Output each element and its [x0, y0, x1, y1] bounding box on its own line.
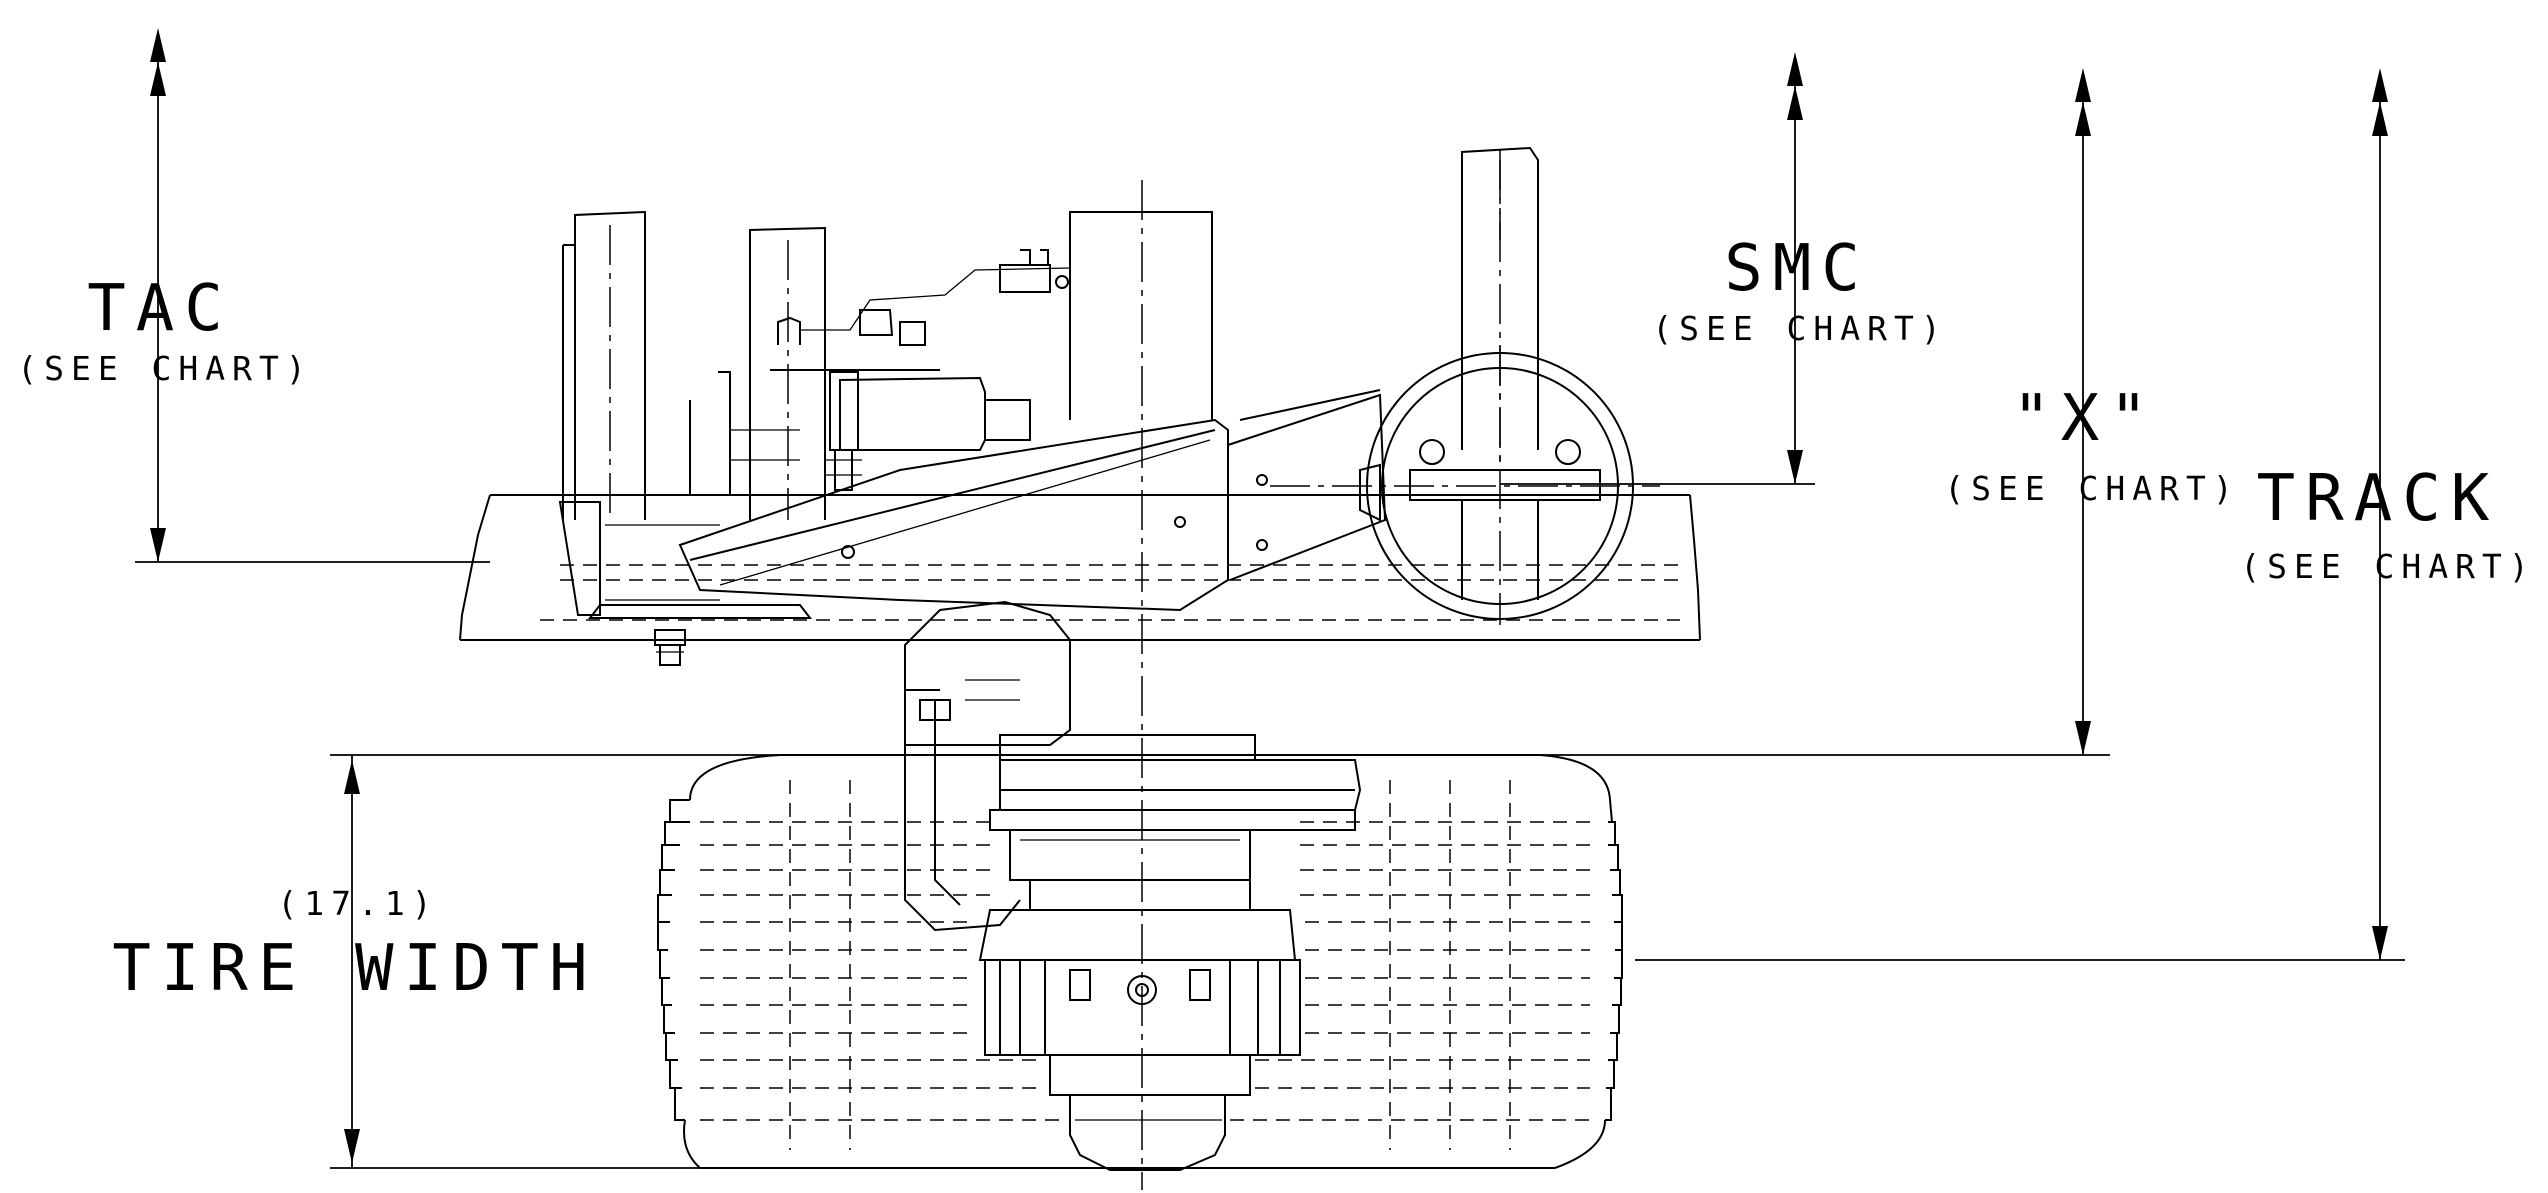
tire-width-value: (17.1): [277, 884, 438, 923]
smc-dimension: [1500, 52, 1815, 485]
x-label: "X": [2012, 382, 2158, 456]
tac-label: TAC: [87, 272, 233, 346]
air-cylinder: [826, 371, 1031, 491]
x-note: (SEE CHART): [1944, 469, 2240, 508]
tire-width-label: TIRE WIDTH: [112, 932, 597, 1006]
tac-note: (SEE CHART): [17, 349, 313, 388]
track-note: (SEE CHART): [2240, 547, 2536, 586]
hanger-post-3: [1069, 211, 1213, 420]
leveling-valve-linkage: [770, 249, 1071, 371]
hanger-post-1: [562, 210, 646, 520]
tire-width-dimension: [330, 755, 700, 1169]
tire-tread-right: [1605, 799, 1623, 1121]
tire-tread-left: [657, 799, 690, 1121]
track-dimension: [1635, 68, 2405, 961]
x-dimension: [330, 68, 2110, 756]
trailing-arm: [678, 389, 1387, 612]
mounting-bracket-left: [558, 371, 800, 616]
brake-assembly: [904, 600, 1071, 932]
centerlines: [1141, 150, 1501, 1190]
frame-rail: [459, 494, 1701, 641]
smc-note: (SEE CHART): [1652, 309, 1948, 348]
track-label: TRACK: [2257, 462, 2500, 536]
air-spring: [1270, 345, 1660, 625]
hub-drum: [978, 734, 1362, 1171]
hanger-post-2: [749, 226, 826, 520]
tac-dimension: [135, 28, 490, 563]
pivot-bolt: [587, 604, 813, 666]
tire: [657, 754, 1623, 1169]
smc-label: SMC: [1724, 232, 1870, 306]
